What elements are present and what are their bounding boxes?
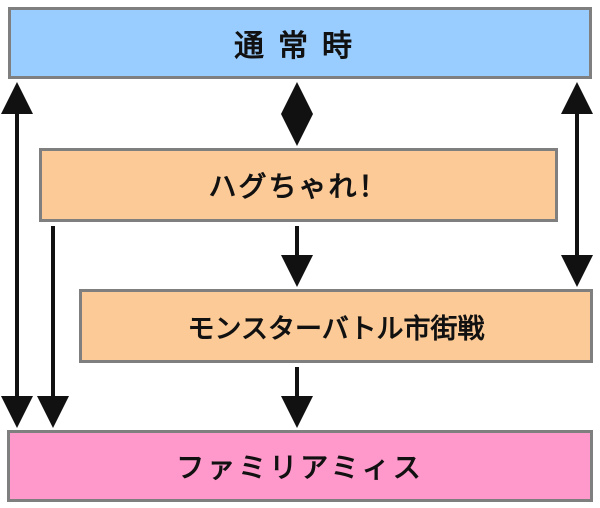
node-normal-label: 通常時: [234, 29, 366, 64]
node-monster-battle: モンスターバトル市街戦: [79, 289, 593, 363]
node-hug-chare: ハグちゃれ！: [39, 148, 558, 222]
node-monster-battle-label: モンスターバトル市街戦: [187, 313, 485, 345]
node-normal: 通常時: [8, 7, 592, 79]
node-familia-miss-label: ファミリアミィス: [176, 451, 424, 484]
node-familia-miss: ファミリアミィス: [7, 430, 593, 502]
node-hug-chare-label: ハグちゃれ！: [208, 170, 389, 203]
